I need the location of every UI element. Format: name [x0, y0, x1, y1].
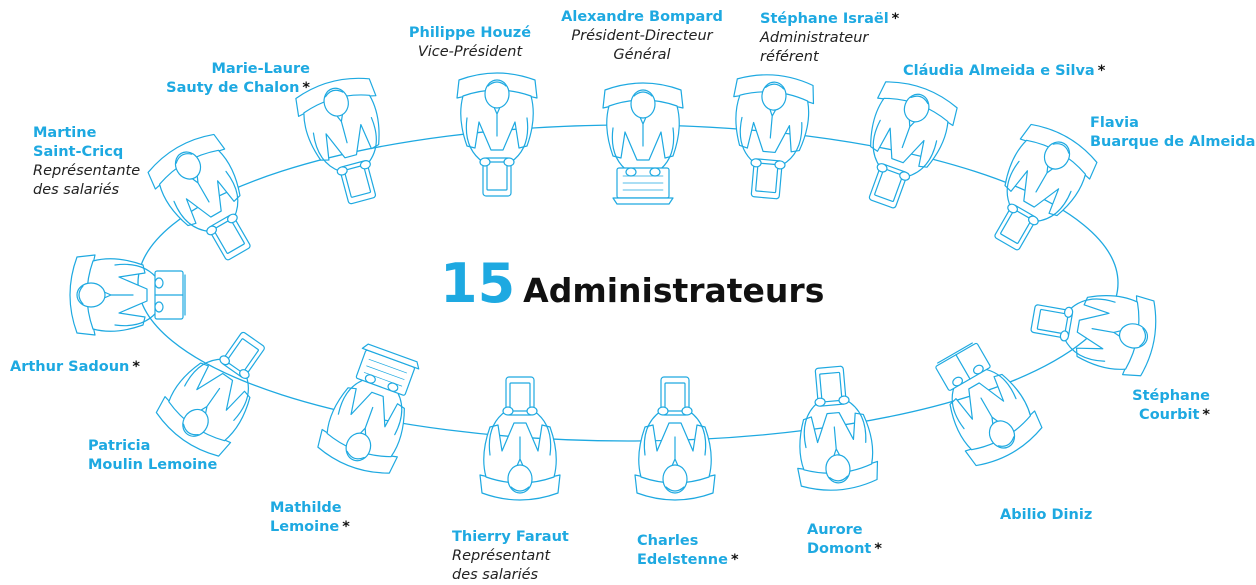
- seated-figure-diniz: [935, 342, 1043, 467]
- member-name: Mathilde: [270, 500, 342, 516]
- independent-star: *: [342, 519, 350, 535]
- seated-figure-bompard: [602, 82, 684, 205]
- member-label-domont: Aurore Domont*: [807, 521, 882, 559]
- member-role-line2: des salariés: [452, 567, 539, 583]
- member-role-line2: référent: [760, 49, 819, 65]
- member-role: Administrateur: [760, 30, 869, 46]
- member-name-line2: Saint-Cricq: [33, 144, 124, 160]
- member-label-buarque: Flavia Buarque de Almeida: [1090, 114, 1255, 152]
- member-name-line2: Domont: [807, 541, 872, 557]
- member-name: Alexandre Bompard: [561, 9, 723, 25]
- seated-figure-israel: [733, 74, 815, 200]
- member-name: Marie-Laure: [211, 61, 310, 77]
- board-title-text: Administrateurs: [523, 271, 825, 310]
- member-label-almeida-silva: Cláudia Almeida e Silva*: [903, 62, 1105, 81]
- independent-star: *: [302, 80, 310, 96]
- member-name: Martine: [33, 125, 97, 141]
- independent-star: *: [874, 541, 882, 557]
- independent-star: *: [1202, 407, 1210, 423]
- member-role-line2: des salariés: [33, 182, 120, 198]
- seated-figure-houze: [456, 72, 538, 197]
- independent-star: *: [1097, 63, 1106, 79]
- independent-star: *: [891, 11, 900, 27]
- seated-figure-sadoun: [69, 254, 186, 336]
- member-label-houze: Philippe Houzé Vice-Président: [405, 24, 535, 62]
- member-name: Arthur Sadoun: [10, 359, 130, 375]
- member-name: Stéphane Israël: [760, 11, 889, 27]
- member-role-line2: Général: [613, 47, 671, 63]
- seated-figure-lemoine: [317, 343, 420, 474]
- member-name: Flavia: [1090, 115, 1139, 131]
- seated-figure-buarque: [994, 123, 1098, 251]
- member-label-sauty-de-chalon: Marie-Laure Sauty de Chalon*: [140, 60, 310, 98]
- seated-figure-faraut: [479, 376, 561, 501]
- seated-figure-moulin-lemoine: [155, 331, 265, 457]
- member-name: Abilio Diniz: [1000, 507, 1093, 523]
- member-name: Charles: [637, 533, 699, 549]
- member-label-courbit: Stéphane Courbit*: [1080, 387, 1210, 425]
- member-role: Vice-Président: [417, 44, 523, 60]
- independent-star: *: [730, 552, 739, 568]
- member-name-line2: Edelstenne: [637, 552, 728, 568]
- member-name-line2: Sauty de Chalon: [166, 80, 300, 96]
- member-name: Cláudia Almeida e Silva: [903, 63, 1095, 79]
- seated-figure-saint-cricq: [147, 133, 251, 261]
- member-role: Représentante: [33, 163, 141, 179]
- seated-figure-sauty-de-chalon: [295, 77, 380, 205]
- member-label-moulin-lemoine: Patricia Moulin Lemoine: [88, 437, 217, 475]
- member-name: Aurore: [807, 522, 863, 538]
- member-name-line2: Courbit: [1139, 407, 1200, 423]
- member-label-lemoine: Mathilde Lemoine*: [270, 499, 350, 537]
- member-name-line2: Lemoine: [270, 519, 340, 535]
- member-role: Représentant: [452, 548, 551, 564]
- board-count: 15: [440, 252, 516, 315]
- independent-star: *: [132, 359, 140, 375]
- member-label-edelstenne: Charles Edelstenne*: [637, 532, 739, 570]
- member-label-saint-cricq: Martine Saint-Cricq Représentante des sa…: [33, 124, 140, 200]
- member-name-line2: Buarque de Almeida: [1090, 134, 1256, 150]
- member-role: Président-Directeur: [571, 28, 713, 44]
- seated-figure-domont: [797, 365, 879, 491]
- member-label-sadoun: Arthur Sadoun*: [10, 358, 140, 377]
- seated-figure-edelstenne: [634, 376, 716, 501]
- member-name: Patricia: [88, 438, 151, 454]
- member-name: Stéphane: [1132, 388, 1210, 404]
- seated-figure-almeida-silva: [868, 81, 958, 209]
- member-name: Thierry Faraut: [452, 529, 569, 545]
- member-label-diniz: Abilio Diniz: [1000, 506, 1092, 525]
- member-name-line2: Moulin Lemoine: [88, 457, 218, 473]
- member-label-faraut: Thierry Faraut Représentant des salariés: [452, 528, 569, 585]
- seated-figure-courbit: [1030, 295, 1157, 377]
- member-label-israel: Stéphane Israël* Administrateur référent: [760, 10, 899, 67]
- member-label-bompard: Alexandre Bompard Président-Directeur Gé…: [552, 8, 732, 65]
- member-name: Philippe Houzé: [408, 25, 532, 41]
